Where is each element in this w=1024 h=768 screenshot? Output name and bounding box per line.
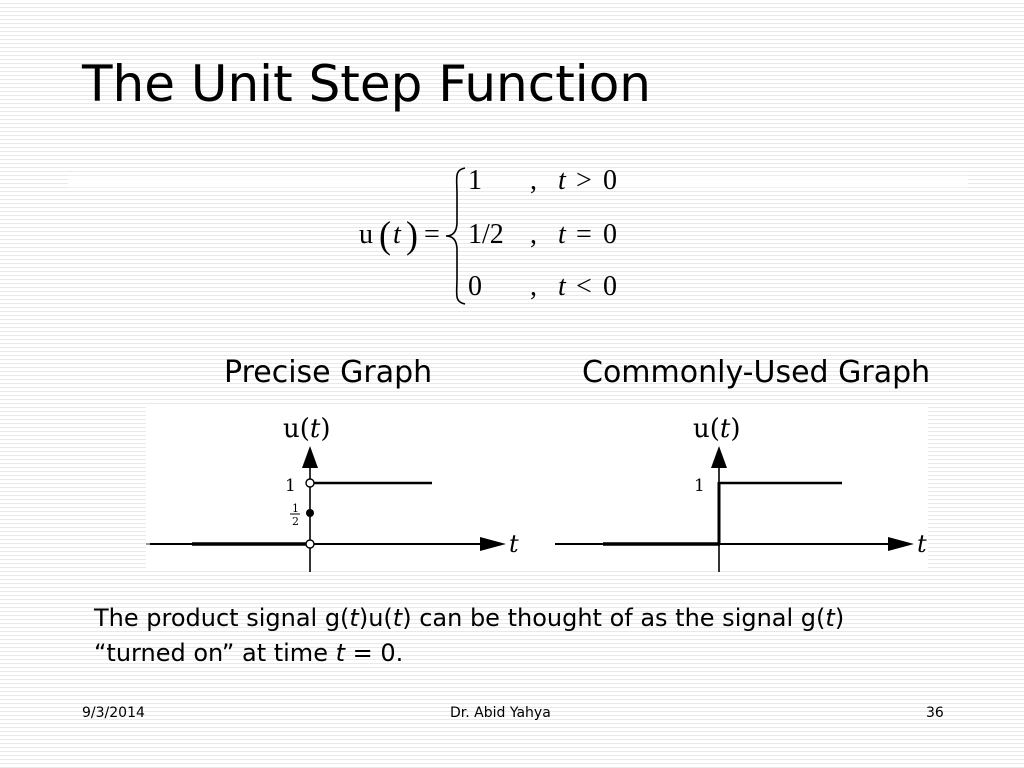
common-x-arrow: [888, 537, 914, 551]
case1-var: t: [558, 165, 566, 196]
case3-bound: 0: [603, 271, 617, 302]
case2-comma: ,: [530, 219, 537, 250]
common-graph-heading: Commonly-Used Graph: [582, 355, 931, 390]
case1-relation: >: [576, 165, 592, 196]
common-y-label: u(t): [693, 414, 741, 444]
case1-value: 1: [468, 165, 482, 196]
eq-equals: =: [424, 219, 440, 250]
divider-band: [68, 174, 968, 190]
slide-title: The Unit Step Function: [82, 55, 651, 113]
case2-var: t: [558, 219, 566, 250]
common-y-arrow: [711, 446, 727, 468]
case3-relation: <: [576, 271, 592, 302]
precise-graph-heading: Precise Graph: [224, 355, 433, 390]
precise-tick-half-den: 2: [292, 515, 299, 528]
precise-open-dot-zero: [305, 539, 315, 549]
precise-open-dot-one: [305, 478, 315, 488]
precise-x-arrow: [480, 537, 506, 551]
precise-tick-one: 1: [285, 476, 296, 496]
case2-value: 1/2: [468, 219, 504, 250]
footer-page-number: 36: [926, 705, 944, 721]
precise-y-label: u(t): [283, 414, 331, 444]
precise-tick-half-num: 1: [292, 502, 299, 515]
eq-brace: [445, 167, 466, 305]
case2-bound: 0: [603, 219, 617, 250]
precise-graph: t u(t) 1 1 2: [146, 414, 519, 572]
eq-lhs-open-paren: (: [379, 214, 391, 256]
case3-var: t: [558, 271, 566, 302]
precise-x-label: t: [509, 530, 519, 558]
common-graph: t u(t) 1: [555, 414, 927, 572]
common-x-label: t: [917, 530, 927, 558]
precise-y-arrow: [302, 446, 318, 468]
case1-bound: 0: [603, 165, 617, 196]
step-function-equation: u ( t ) = 1 , t > 0 1/2 , t = 0 0 , t < …: [340, 150, 640, 310]
case3-comma: ,: [530, 271, 537, 302]
case2-relation: =: [576, 219, 592, 250]
footer-author: Dr. Abid Yahya: [450, 705, 551, 721]
eq-lhs-var: t: [393, 219, 401, 250]
case1-comma: ,: [530, 165, 537, 196]
caption-line-2: “turned on” at time t = 0.: [94, 639, 404, 667]
eq-lhs-close-paren: ): [406, 214, 418, 256]
caption: The product signal g(t)u(t) can be thoug…: [94, 601, 1014, 671]
case3-value: 0: [468, 271, 482, 302]
precise-half-dot: [306, 509, 314, 517]
footer-date: 9/3/2014: [82, 705, 145, 721]
caption-line-1: The product signal g(t)u(t) can be thoug…: [94, 604, 845, 632]
eq-lhs-func: u: [359, 219, 373, 250]
common-tick-one: 1: [694, 476, 705, 496]
